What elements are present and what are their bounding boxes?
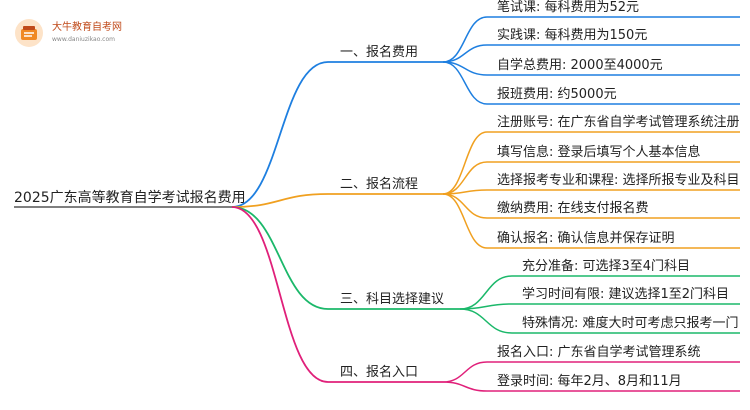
leaf-node: 登录时间: 每年2月、8月和11月: [497, 374, 682, 389]
leaf-connector: [442, 361, 488, 383]
logo-title: 大牛教育自考网: [52, 22, 122, 33]
leaf-connector: [442, 381, 488, 392]
branch-title: 三、科目选择建议: [340, 292, 445, 307]
branch-connector: [231, 193, 329, 208]
site-logo[interactable]: 大牛教育自考网 www.daniuzikao.com: [14, 16, 144, 50]
leaf-node: 报名入口: 广东省自学考试管理系统: [497, 345, 701, 360]
branch-connector: [231, 61, 329, 208]
leaf-connector: [442, 161, 488, 195]
leaf-node: 报班费用: 约5000元: [497, 87, 617, 102]
leaf-connector: [442, 193, 488, 219]
leaf-connector: [442, 61, 488, 105]
branch-connector: [231, 206, 329, 310]
leaf-node: 学习时间有限: 建议选择1至2门科目: [522, 287, 730, 302]
leaf-node: 确认报名: 确认信息并保存证明: [497, 231, 675, 246]
logo-icon: [15, 19, 43, 47]
leaf-connector: [442, 131, 488, 195]
branch-connector: [231, 206, 329, 383]
leaf-node: 选择报考专业和课程: 选择所报专业及科目: [497, 173, 740, 188]
leaf-node: 实践课: 每科费用为150元: [497, 28, 648, 43]
root-node: 2025广东高等教育自学考试报名费用: [14, 190, 246, 206]
leaf-connector: [442, 16, 488, 63]
leaf-connector: [442, 193, 488, 249]
leaf-node: 缴纳费用: 在线支付报名费: [497, 201, 649, 216]
leaf-node: 笔试课: 每科费用为52元: [497, 0, 640, 15]
leaf-connector: [459, 303, 513, 310]
leaf-connector: [442, 44, 488, 63]
leaf-node: 充分准备: 可选择3至4门科目: [522, 259, 691, 274]
branch-title: 四、报名入口: [340, 365, 419, 380]
leaf-node: 特殊情况: 难度大时可考虑只报考一门: [522, 316, 739, 331]
branch-title: 二、报名流程: [340, 177, 419, 192]
leaf-node: 注册账号: 在广东省自学考试管理系统注册: [497, 115, 740, 130]
leaf-connector: [459, 308, 513, 334]
logo-url: www.daniuzikao.com: [52, 36, 115, 43]
leaf-node: 填写信息: 登录后填写个人基本信息: [497, 145, 701, 160]
branch-title: 一、报名费用: [340, 45, 419, 60]
leaf-node: 自学总费用: 2000至4000元: [497, 58, 663, 73]
